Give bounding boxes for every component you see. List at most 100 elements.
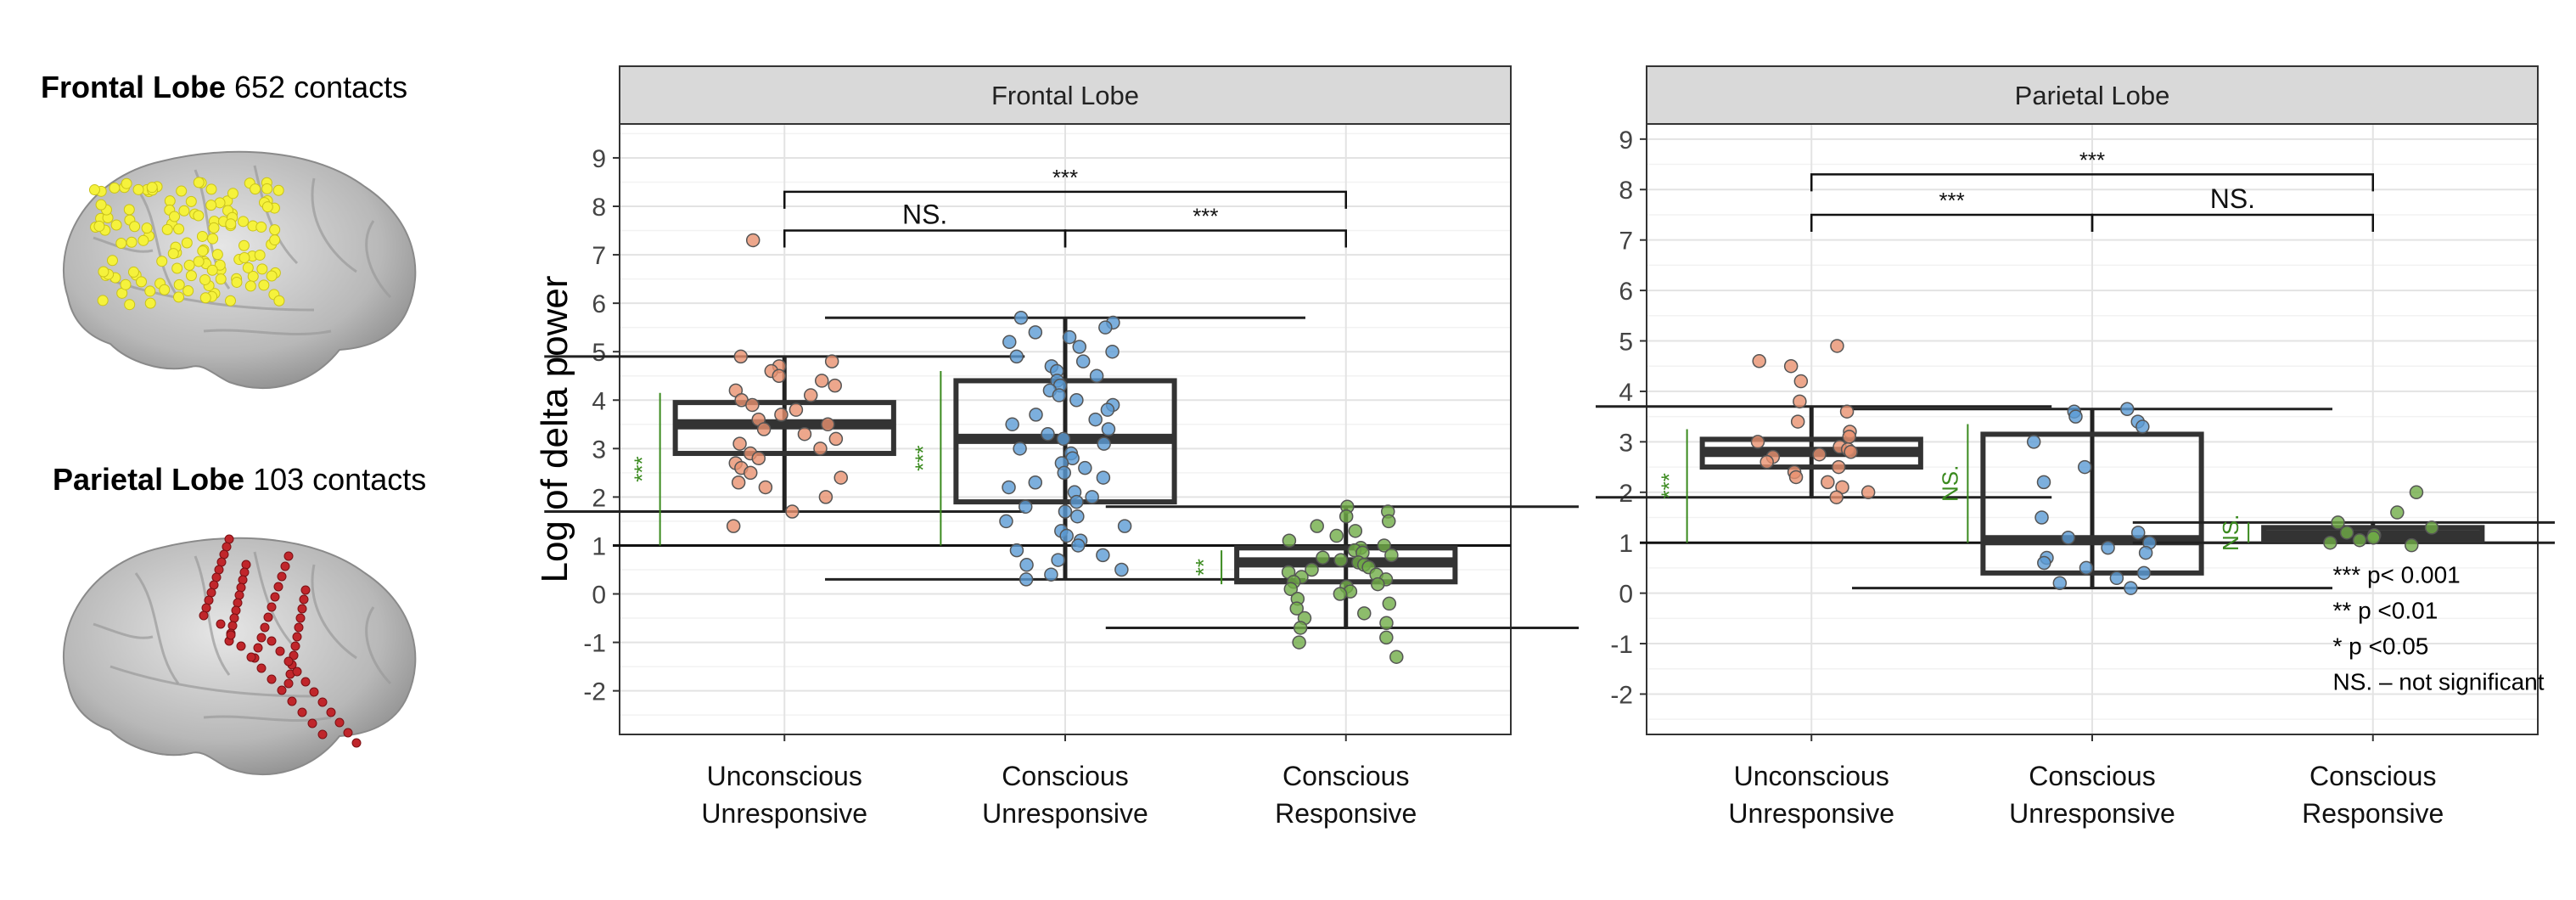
electrode-contact [215,273,227,285]
frontal-lobe-caption: Frontal Lobe 652 contacts [41,70,407,105]
x-tick-label-line: Unresponsive [2009,798,2175,829]
data-point [1384,548,1399,563]
electrode-contact [173,291,185,303]
data-point [1759,454,1774,470]
data-point [2101,540,2115,555]
electrode-contact [255,221,267,233]
data-point [1028,475,1043,490]
electrode-contact [211,572,222,582]
electrode-contact [343,728,353,738]
frontal-lobe-count: 652 contacts [234,70,408,104]
electrode-contact [270,592,280,602]
electrode-contact [144,285,156,297]
electrode-contact [199,273,211,285]
parietal-lobe-brain-render [63,534,417,775]
electrode-contact [185,270,197,282]
comparison-bracket [783,190,1347,209]
x-tick-label-line: Conscious [2029,761,2155,791]
comparison-bracket [1810,213,2094,232]
brain-sulcus [311,564,357,660]
y-tick-label: 9 [592,145,606,173]
y-tick-label: 4 [592,387,606,415]
electrode-contact [297,604,307,614]
data-point [1333,587,1348,601]
data-point [1078,460,1092,475]
electrode-contact [239,251,250,263]
x-tick-label-line: Responsive [2302,798,2444,829]
electrode-contact [159,284,171,295]
electrode-contact [236,641,246,651]
y-tick-label: 0 [1619,581,1633,609]
data-point [1812,447,1827,462]
y-tick-label: 1 [592,532,606,560]
electrode-contact [214,259,226,271]
data-point [2405,537,2419,553]
data-point [1096,548,1110,563]
electrode-contact [229,613,239,623]
data-point [2130,526,2146,540]
electrode-contact [146,182,158,194]
data-point [2390,505,2405,520]
significance-legend-line: * p <0.05 [2333,633,2429,660]
data-point [821,417,835,432]
data-point [1379,616,1394,631]
data-point [1788,470,1804,485]
data-point [1100,402,1115,417]
data-point [772,368,787,383]
data-point [751,451,766,465]
data-point [828,378,842,393]
electrode-contact [267,602,277,612]
data-point [814,374,829,388]
electrode-contact [224,295,236,307]
y-axis-title: Log of delta power [534,275,575,582]
electrode-contact [206,264,218,276]
data-point [2078,459,2092,475]
electrode-contact [258,279,270,291]
x-tick-label-line: Conscious [1002,761,1128,791]
electrode-contact [300,585,311,595]
electrode-contact [290,641,300,651]
data-point [1018,499,1033,515]
x-tick-label-line: Unresponsive [982,798,1148,829]
electrode-contact [178,205,190,217]
electrode-contact [300,677,311,687]
data-point [1333,553,1348,567]
data-point [1829,490,1844,504]
data-point [1044,567,1058,582]
data-point [1070,538,1086,553]
electrode-contact [211,249,223,261]
electrode-contact [127,266,139,278]
within-group-sig-label: NS. [2218,515,2243,551]
data-point [2079,560,2094,576]
electrode-contact [283,551,294,561]
data-point [1750,435,1765,449]
y-tick-label: -2 [583,678,606,706]
electrode-contact [238,575,248,585]
data-point [745,397,760,413]
within-group-sig-label: ** [1191,559,1216,576]
parietal-lobe-caption: Parietal Lobe 103 contacts [53,462,426,498]
electrode-contact [199,292,211,304]
electrode-contact [289,650,299,661]
data-point [1070,509,1085,524]
data-point [758,480,773,495]
electrode-contact [121,177,132,189]
data-point [743,465,758,481]
electrode-contact [273,295,285,307]
data-point [1029,408,1043,422]
data-point [1310,519,1324,533]
data-point [1051,553,1065,567]
electrode-contact [169,211,181,222]
comparison-bracket [2091,213,2374,232]
frontal-lobe-name: Frontal Lobe [41,70,226,104]
electrode-contact [193,177,205,188]
y-tick-label: 2 [1619,480,1633,508]
electrode-contact [307,718,317,728]
electrode-contact [225,218,237,230]
data-point [1105,344,1120,359]
electrode-contact [254,249,266,261]
x-tick-label-line: Conscious [1282,761,1409,791]
electrode-contact [266,270,278,282]
y-tick-label: 7 [592,242,606,270]
